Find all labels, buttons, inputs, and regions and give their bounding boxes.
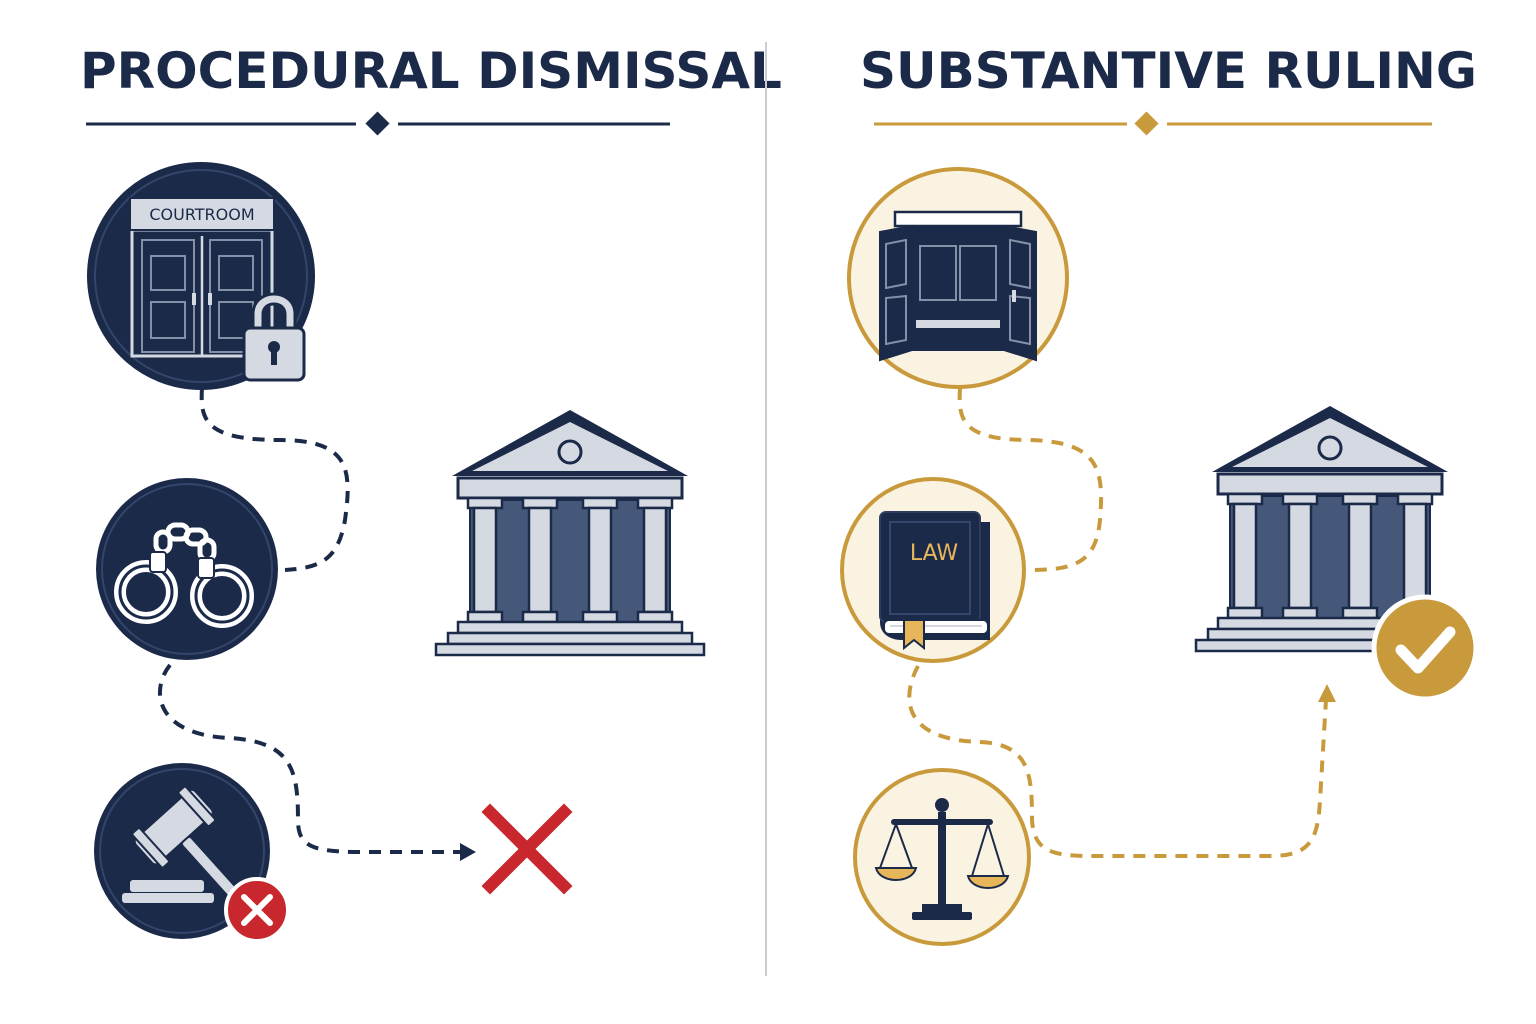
gavel-rejected-icon bbox=[94, 763, 270, 939]
substantive-path bbox=[907, 387, 1328, 858]
gold-check-icon bbox=[1371, 594, 1479, 702]
open-doors-icon bbox=[847, 167, 1069, 389]
right-title-divider bbox=[874, 111, 1432, 136]
procedural-path-arrowhead bbox=[460, 843, 476, 861]
locked-courtroom-door-icon: COURTROOM bbox=[87, 162, 315, 390]
courthouse-icon-left bbox=[434, 408, 706, 657]
law-book-label: LAW bbox=[910, 541, 959, 566]
red-x-badge-icon bbox=[224, 877, 290, 943]
scales-of-justice-icon bbox=[853, 768, 1031, 946]
padlock-icon bbox=[242, 292, 306, 382]
courtroom-sign-label: COURTROOM bbox=[149, 205, 254, 224]
red-x-icon bbox=[481, 803, 573, 895]
substantive-ruling-title: SUBSTANTIVE RULING bbox=[860, 42, 1477, 100]
law-book-icon: LAW bbox=[840, 477, 1026, 663]
substantive-path-arrowhead bbox=[1318, 684, 1336, 702]
left-title-divider bbox=[86, 111, 670, 136]
procedural-path bbox=[157, 387, 462, 854]
procedural-dismissal-title: PROCEDURAL DISMISSAL bbox=[80, 42, 782, 100]
handcuffs-icon bbox=[96, 478, 278, 660]
